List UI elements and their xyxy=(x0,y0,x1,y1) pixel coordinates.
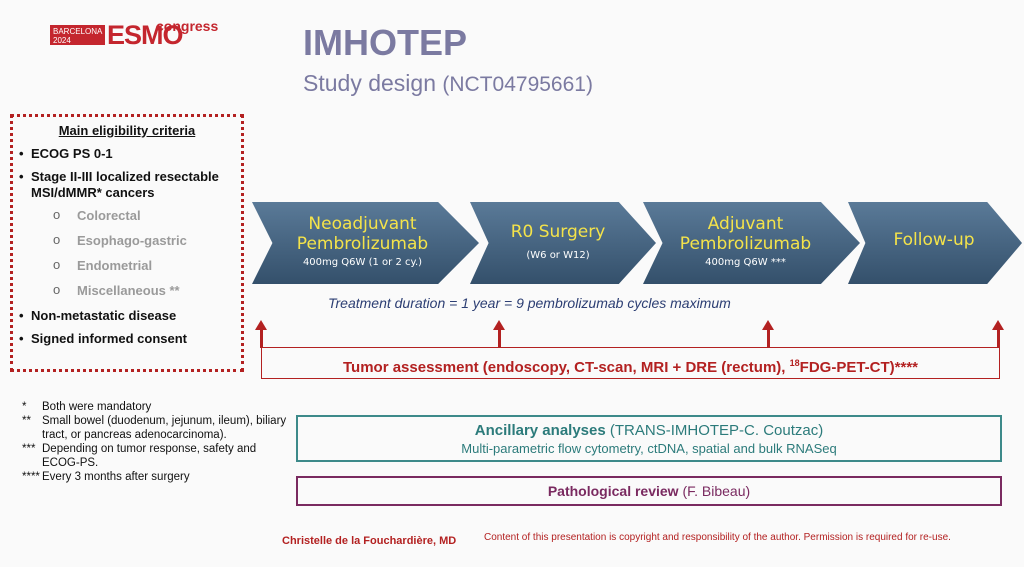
step-surgery: R0 Surgery (W6 or W12) xyxy=(470,202,656,284)
pathological-review-box: Pathological review (F. Bibeau) xyxy=(296,476,1002,506)
author-name: Christelle de la Fouchardière, MD xyxy=(282,535,457,547)
pathology-title: Pathological review xyxy=(547,483,679,499)
step-neoadjuvant: Neoadjuvant Pembrolizumab 400mg Q6W (1 o… xyxy=(252,202,479,284)
treatment-duration: Treatment duration = 1 year = 9 pembroli… xyxy=(328,295,731,311)
step-label: Follow-up xyxy=(893,230,975,250)
logo-year: 2024 xyxy=(53,36,71,45)
eligibility-item: Stage II-III localized resectable MSI/dM… xyxy=(19,169,235,201)
footnotes: * Both were mandatory ** Small bowel (duod… xyxy=(22,400,292,484)
eligibility-box: Main eligibility criteria ECOG PS 0-1 St… xyxy=(10,114,244,372)
eligibility-subitem: Esophago-gastric xyxy=(19,232,235,249)
slide-subtitle: Study design (NCT04795661) xyxy=(303,70,593,97)
step-detail: 400mg Q6W (1 or 2 cy.) xyxy=(302,257,423,268)
footnote: *** Depending on tumor response, safety a… xyxy=(22,442,292,470)
step-label: Adjuvant Pembrolizumab xyxy=(679,214,812,254)
footnote: * Both were mandatory xyxy=(22,400,292,414)
up-arrow-icon xyxy=(762,320,774,348)
eligibility-item: Non-metastatic disease xyxy=(19,308,235,324)
footnote-key: *** xyxy=(22,443,36,455)
tumor-text: Tumor assessment (endoscopy, CT-scan, MR… xyxy=(343,359,790,376)
step-detail: (W6 or W12) xyxy=(526,250,590,261)
footnote-text: Both were mandatory xyxy=(42,401,152,413)
footnote-key: ** xyxy=(22,415,31,427)
footnote-key: **** xyxy=(22,471,40,483)
subtitle-main: Study design xyxy=(303,70,436,96)
eligibility-item: Signed informed consent xyxy=(19,331,235,347)
step-label: Neoadjuvant Pembrolizumab xyxy=(296,214,429,254)
ancillary-detail: Multi-parametric flow cytometry, ctDNA, … xyxy=(461,441,837,456)
logo-brand: ESMO xyxy=(107,20,184,50)
subtitle-id: (NCT04795661) xyxy=(442,73,593,96)
eligibility-subitem: Endometrial xyxy=(19,257,235,274)
step-label: R0 Surgery xyxy=(510,222,606,242)
ancillary-title: Ancillary analyses xyxy=(474,422,606,439)
tumor-assessment-box: Tumor assessment (endoscopy, CT-scan, MR… xyxy=(261,347,1000,379)
up-arrow-icon xyxy=(493,320,505,348)
footnote-text: Every 3 months after surgery xyxy=(42,471,190,483)
step-follow-up: Follow-up xyxy=(848,202,1022,284)
slide-title: IMHOTEP xyxy=(303,22,468,63)
pathology-lead: (F. Bibeau) xyxy=(678,483,751,499)
eligibility-subitem: Colorectal xyxy=(19,207,235,224)
esmo-logo: BARCELONA 2024 ESMO congress xyxy=(50,18,218,50)
footnote: ** Small bowel (duodenum, jejunum, ileum)… xyxy=(22,414,292,442)
tumor-superscript: 18 xyxy=(789,358,800,368)
up-arrow-icon xyxy=(992,320,1004,348)
footnote: ****Every 3 months after surgery xyxy=(22,470,292,484)
step-adjuvant: Adjuvant Pembrolizumab 400mg Q6W *** xyxy=(643,202,860,284)
eligibility-subitem: Miscellaneous ** xyxy=(19,282,235,299)
eligibility-item: ECOG PS 0-1 xyxy=(19,146,235,162)
footnote-key: * xyxy=(22,401,27,413)
footnote-text: Small bowel (duodenum, jejunum, ileum), … xyxy=(42,415,287,441)
logo-suffix: congress xyxy=(156,18,219,34)
copyright-notice: Content of this presentation is copyrigh… xyxy=(484,532,951,543)
logo-badge: BARCELONA 2024 xyxy=(50,25,105,45)
ancillary-lead: (TRANS-IMHOTEP-C. Coutzac) xyxy=(605,422,824,439)
up-arrow-icon xyxy=(255,320,267,348)
step-detail: 400mg Q6W *** xyxy=(705,257,786,268)
tumor-text-rest: FDG-PET-CT)**** xyxy=(799,359,918,376)
ancillary-analyses-box: Ancillary analyses (TRANS-IMHOTEP-C. Cou… xyxy=(296,415,1002,462)
logo-city: BARCELONA xyxy=(53,27,103,36)
eligibility-heading: Main eligibility criteria xyxy=(58,123,196,138)
footnote-text: Depending on tumor response, safety and … xyxy=(42,443,257,469)
